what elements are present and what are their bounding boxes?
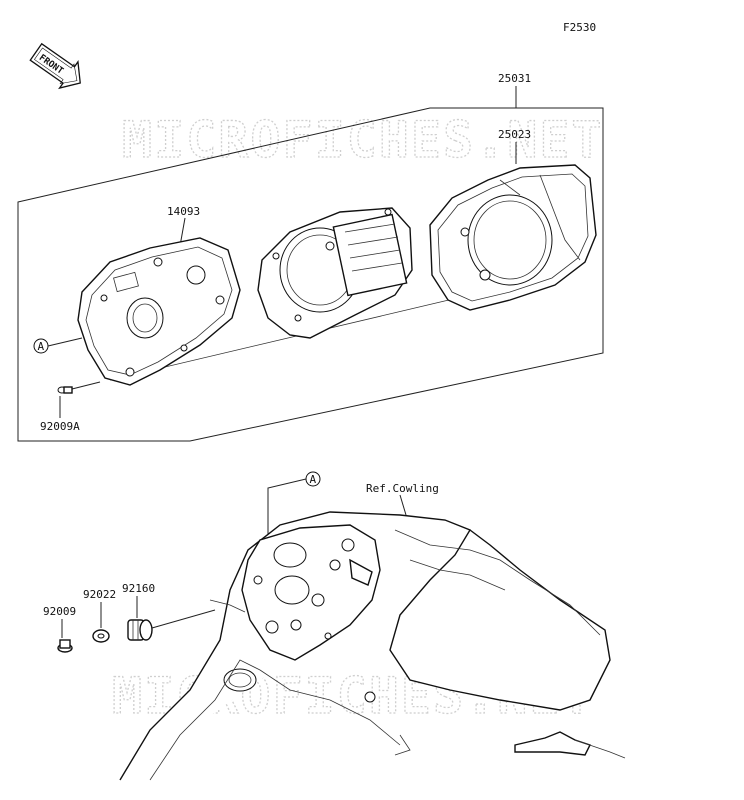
label-92022: 92022 bbox=[83, 588, 116, 601]
meter-case bbox=[77, 237, 241, 386]
grommet-92160 bbox=[127, 619, 153, 641]
label-92009: 92009 bbox=[43, 605, 76, 618]
front-arrow-icon: FRONT bbox=[29, 42, 81, 90]
label-92009A: 92009A bbox=[40, 420, 80, 433]
label-25031: 25031 bbox=[498, 72, 531, 85]
leader-ref-cowling bbox=[399, 494, 407, 516]
explode-line bbox=[109, 294, 471, 381]
cowling bbox=[119, 511, 626, 781]
callout-a-bottom-label: A bbox=[310, 473, 317, 486]
assembly-frame bbox=[17, 107, 604, 442]
label-92160: 92160 bbox=[122, 582, 155, 595]
leader-callout-a-top bbox=[47, 337, 83, 347]
callout-a-top-label: A bbox=[38, 340, 45, 353]
label-14093: 14093 bbox=[167, 205, 200, 218]
ref-cowling-label: Ref.Cowling bbox=[366, 482, 439, 495]
leader-92160-to-cowling bbox=[151, 609, 216, 629]
label-25023: 25023 bbox=[498, 128, 531, 141]
watermark-top: MICROFICHES.NET bbox=[122, 111, 604, 169]
screw-92009 bbox=[57, 639, 73, 653]
washer-92022 bbox=[92, 629, 110, 643]
screw-92009A bbox=[57, 381, 101, 394]
meter-unit bbox=[257, 207, 413, 339]
figure-code: F2530 bbox=[563, 21, 596, 34]
meter-cover bbox=[429, 164, 597, 311]
